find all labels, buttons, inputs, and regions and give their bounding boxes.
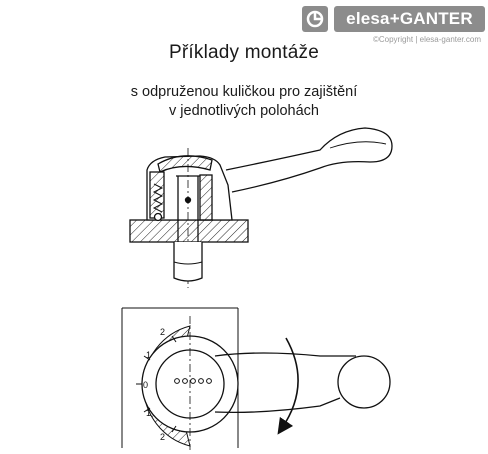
lock-ball [153,212,163,222]
diagram-subtitle-line2: v jednotlivých polohách [169,103,319,119]
rotation-arrow [277,337,299,435]
brand-logo: elesa+GANTER ©Copyright | elesa-ganter.c… [302,4,485,44]
dome-cap [157,155,213,173]
spring [152,183,164,213]
position-holes [174,378,212,384]
diagram-subtitle-line1: s odpruženou kuličkou pro zajištění [130,84,358,100]
side-section-view [129,127,393,288]
base-plate [129,219,249,243]
inner-bore-wall [199,174,213,221]
top-plan-view [121,307,391,450]
lever-knob [337,355,391,409]
scale-label: 0 [143,380,148,390]
scale-numbers: 2 1 0 1 2 [143,327,165,442]
shaft [173,242,203,282]
scale-label: 1 [146,350,151,360]
scale-label: 1 [146,408,151,418]
lever-arm [225,127,393,193]
scale-ticks [136,335,177,433]
brand-wordmark: elesa+GANTER [334,6,485,32]
spring-housing [149,171,165,219]
diagram-title: Příklady montáže [169,42,319,63]
brand-mark-icon [302,6,328,32]
lever-top [214,352,356,414]
brand-wordmark-text: elesa+GANTER [346,9,473,28]
scale-label: 2 [160,432,165,442]
scale-label: 2 [160,327,165,337]
copyright-text: ©Copyright | elesa-ganter.com [372,35,481,44]
